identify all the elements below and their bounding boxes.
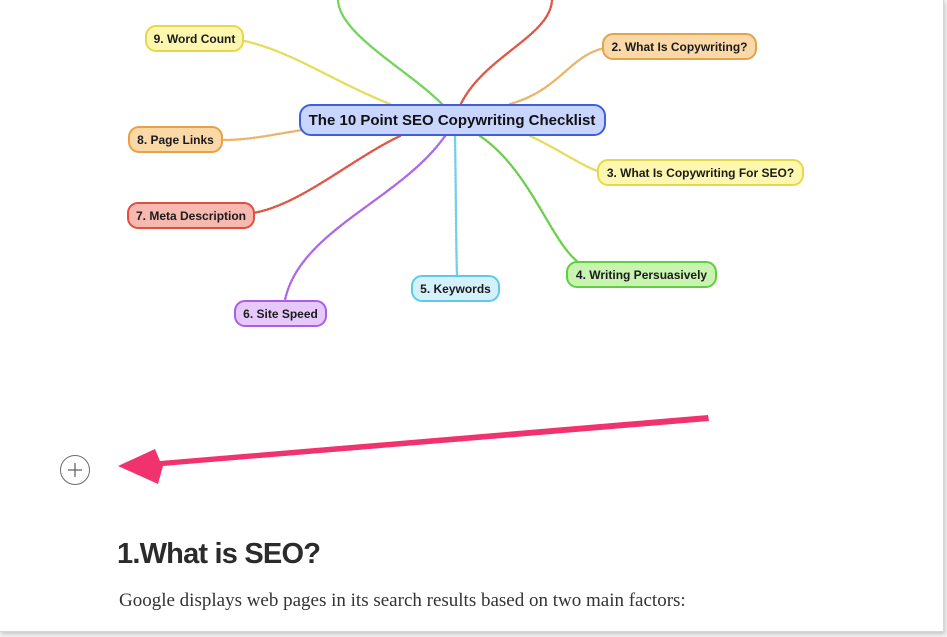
mind-map-image: The 10 Point SEO Copywriting Checklist 9…: [127, 0, 804, 327]
annotation-arrow-icon: [118, 415, 709, 484]
mind-map-node-meta-description: 7. Meta Description: [127, 202, 255, 229]
center-node-label: The 10 Point SEO Copywriting Checklist: [309, 112, 596, 129]
branch-top-right: [453, 0, 554, 122]
node-label: 7. Meta Description: [136, 209, 246, 223]
mind-map-branches: [220, 0, 607, 302]
mind-map-node-site-speed: 6. Site Speed: [234, 300, 327, 327]
node-label: 8. Page Links: [137, 133, 214, 147]
arrow-shape: [118, 415, 709, 484]
node-label: 3. What Is Copywriting For SEO?: [607, 166, 794, 180]
branch-page-links: [220, 128, 304, 142]
branch-keywords: [453, 134, 459, 277]
branch-writing-persuasively: [478, 134, 580, 264]
mind-map-node-page-links: 8. Page Links: [128, 126, 223, 153]
node-label: 2. What Is Copywriting?: [611, 40, 747, 54]
branch-copywriting-for-seo: [528, 134, 602, 174]
node-label: 9. Word Count: [154, 32, 236, 46]
mind-map-center-node: The 10 Point SEO Copywriting Checklist: [299, 104, 606, 136]
mind-map-node-writing-persuasively: 4. Writing Persuasively: [566, 261, 717, 288]
node-label: 5. Keywords: [420, 282, 491, 296]
node-label: 6. Site Speed: [243, 307, 318, 321]
mind-map-node-word-count: 9. Word Count: [145, 25, 244, 52]
branch-what-is-copywriting: [508, 46, 607, 106]
mind-map-node-keywords: 5. Keywords: [411, 275, 500, 302]
node-label: 4. Writing Persuasively: [576, 268, 707, 282]
mind-map-node-what-is-copywriting: 2. What Is Copywriting?: [602, 33, 757, 60]
branch-meta-description: [251, 134, 402, 215]
branch-site-speed: [283, 134, 447, 302]
section-heading: 1.What is SEO?: [117, 538, 321, 570]
body-paragraph: Google displays web pages in its search …: [119, 590, 686, 611]
branch-top-left: [336, 0, 457, 122]
branch-word-count: [238, 38, 392, 106]
plus-circle-icon: [68, 463, 82, 477]
add-block-button[interactable]: [60, 455, 90, 485]
mind-map-node-copywriting-for-seo: 3. What Is Copywriting For SEO?: [597, 159, 804, 186]
